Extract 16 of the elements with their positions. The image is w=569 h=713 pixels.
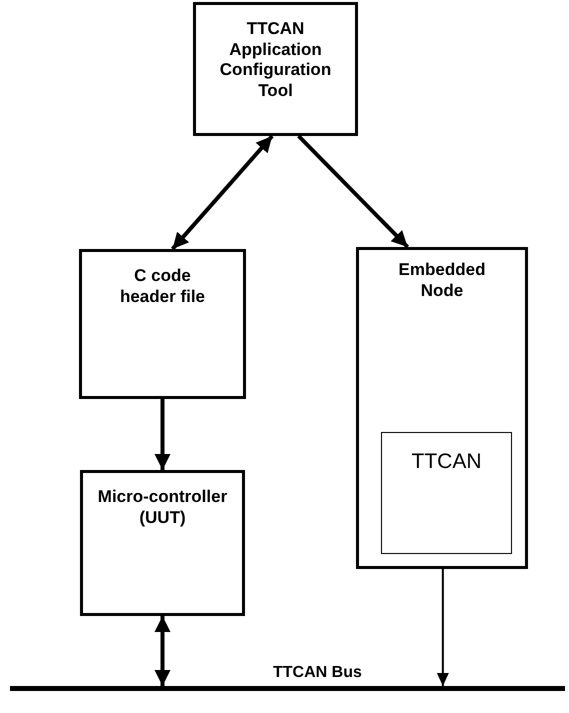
arrow <box>154 399 170 470</box>
bus-label: TTCAN Bus <box>273 664 362 682</box>
node-label: Micro-controller (UUT) <box>96 487 228 528</box>
process-box <box>80 470 245 616</box>
arrow <box>171 134 274 250</box>
node-label: Embedded Node <box>398 260 486 302</box>
node-label: C code header file <box>118 266 206 308</box>
inner-box <box>381 432 512 554</box>
process-box <box>79 249 246 399</box>
process-box <box>193 2 358 136</box>
node-label: TTCAN Application Configuration Tool <box>218 19 332 102</box>
arrow <box>154 616 170 686</box>
arrow <box>297 134 410 248</box>
process-box <box>356 247 528 569</box>
node-label: TTCAN <box>410 449 482 475</box>
arrow <box>436 569 449 686</box>
